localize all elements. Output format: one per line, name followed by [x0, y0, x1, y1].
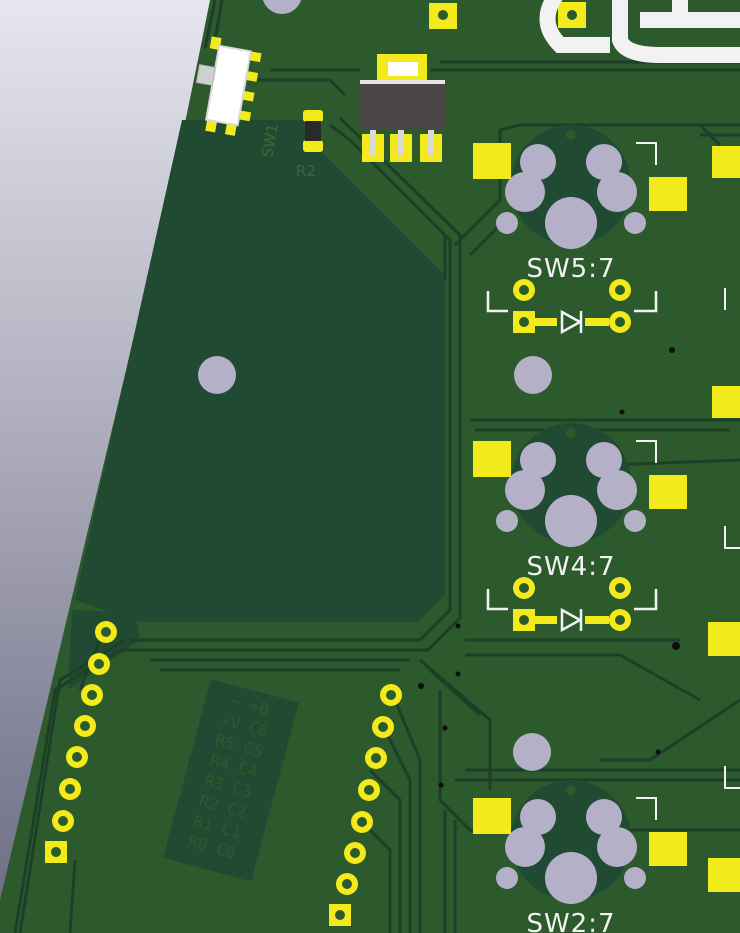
- connector-pin: [372, 716, 394, 738]
- connector-pin: [66, 746, 88, 768]
- connector-pin: [380, 684, 402, 706]
- connector-pin: [45, 841, 67, 863]
- r2-label: R2: [296, 162, 316, 180]
- diode-icon: [557, 607, 585, 633]
- trace-group: [13, 0, 740, 933]
- mounting-hole: [198, 356, 236, 394]
- logo-fragment: [539, 0, 740, 63]
- right-edge-pads: [708, 146, 740, 892]
- key-switch-footprint-icon[interactable]: SW2:7: [473, 780, 687, 933]
- switch-pin-hole: [513, 733, 551, 771]
- connector-pin: [52, 810, 74, 832]
- connector-pin: [88, 653, 110, 675]
- sw1-label: SW1: [258, 122, 282, 159]
- copper-pour-zone: [75, 120, 445, 622]
- slide-switch-icon[interactable]: [188, 33, 266, 142]
- key-switch-label: SW4:7: [526, 552, 615, 582]
- top-mounting-hole: [262, 0, 302, 14]
- switch-pin-hole: [514, 356, 552, 394]
- diode-icon: [557, 309, 585, 335]
- resistor-icon[interactable]: [303, 110, 323, 152]
- connector-pin: [74, 715, 96, 737]
- via-group: [418, 347, 680, 788]
- key-switch-label: SW2:7: [526, 909, 615, 933]
- key-switch-footprint-icon[interactable]: SW4:7: [473, 423, 687, 633]
- connector-pin: [358, 779, 380, 801]
- connector-pin: [329, 904, 351, 926]
- connector-pin: [351, 811, 373, 833]
- connector-pin: [59, 778, 81, 800]
- connector-pin: [95, 621, 117, 643]
- key-switch-label: SW5:7: [526, 254, 615, 284]
- connector-pin: [344, 842, 366, 864]
- sot223-regulator-icon[interactable]: [360, 54, 445, 162]
- top-pad-1: [429, 3, 457, 29]
- center-connector-header: [329, 684, 402, 926]
- connector-pin: [365, 747, 387, 769]
- connector-pin: [336, 873, 358, 895]
- left-connector-header: [45, 621, 117, 863]
- connector-pin: [81, 684, 103, 706]
- key-switch-footprint-icon[interactable]: SW5:7: [473, 125, 687, 335]
- top-pad-2: [558, 2, 586, 28]
